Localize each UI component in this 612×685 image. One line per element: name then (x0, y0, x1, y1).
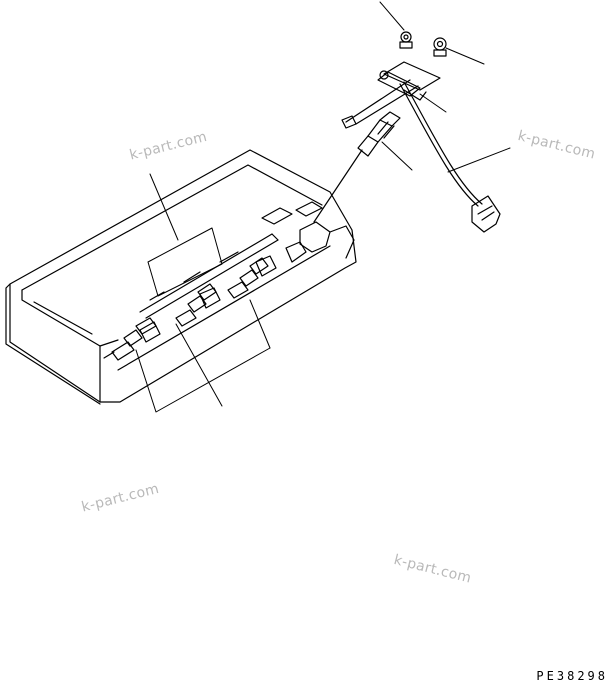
cylinder-head-block (6, 150, 356, 404)
callout-lines (136, 2, 510, 412)
glow-plug-2 (176, 284, 216, 326)
glow-relay-bracket (342, 32, 446, 128)
glow-plug-3 (228, 258, 268, 298)
glow-plug-1 (104, 318, 156, 360)
drawing-number: PE38298 (536, 669, 608, 683)
wiring-harness (400, 82, 500, 232)
connector-bus-bar (140, 234, 278, 318)
glow-plug-single (314, 112, 400, 222)
